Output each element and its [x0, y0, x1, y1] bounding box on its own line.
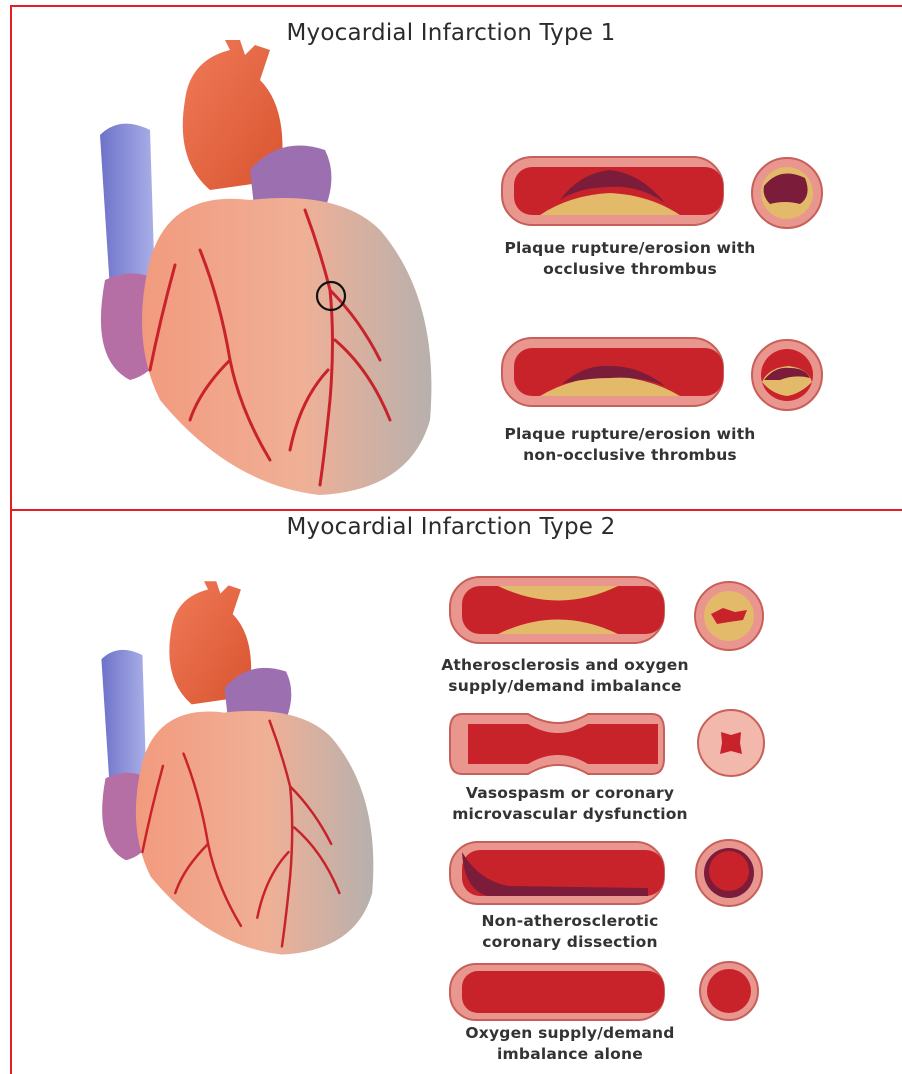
- frame-divider: [10, 509, 902, 511]
- panel-title-type-2: Myocardial Infarction Type 2: [0, 514, 902, 540]
- caption-occlusive-thrombus: Plaque rupture/erosion with occlusive th…: [480, 238, 780, 280]
- vessel-longitudinal-dissection: [448, 840, 666, 906]
- vessel-crosssection-occlusive: [750, 156, 824, 230]
- caption-dissection: Non-atherosclerotic coronary dissection: [420, 911, 720, 953]
- vessel-longitudinal-occlusive: [500, 155, 725, 227]
- vessel-longitudinal-non-occlusive: [500, 336, 725, 408]
- vessel-longitudinal-atherosclerosis: [448, 575, 666, 645]
- vessel-longitudinal-vasospasm: [448, 710, 666, 778]
- vessel-crosssection-normal: [698, 960, 760, 1022]
- caption-non-occlusive-thrombus: Plaque rupture/erosion with non-occlusiv…: [480, 424, 780, 466]
- caption-vasospasm: Vasospasm or coronary microvascular dysf…: [420, 783, 720, 825]
- heart-illustration-type-1: [80, 40, 470, 500]
- vessel-crosssection-atherosclerosis: [693, 580, 765, 652]
- vessel-crosssection-vasospasm: [696, 708, 766, 778]
- heart-illustration-type-2: [85, 570, 405, 970]
- vessel-crosssection-non-occlusive: [750, 338, 824, 412]
- vessel-crosssection-dissection: [694, 838, 764, 908]
- caption-atherosclerosis: Atherosclerosis and oxygen supply/demand…: [420, 655, 710, 697]
- frame-top-border: [10, 5, 902, 7]
- caption-oxygen-imbalance: Oxygen supply/demand imbalance alone: [420, 1023, 720, 1065]
- vessel-longitudinal-normal: [448, 962, 666, 1022]
